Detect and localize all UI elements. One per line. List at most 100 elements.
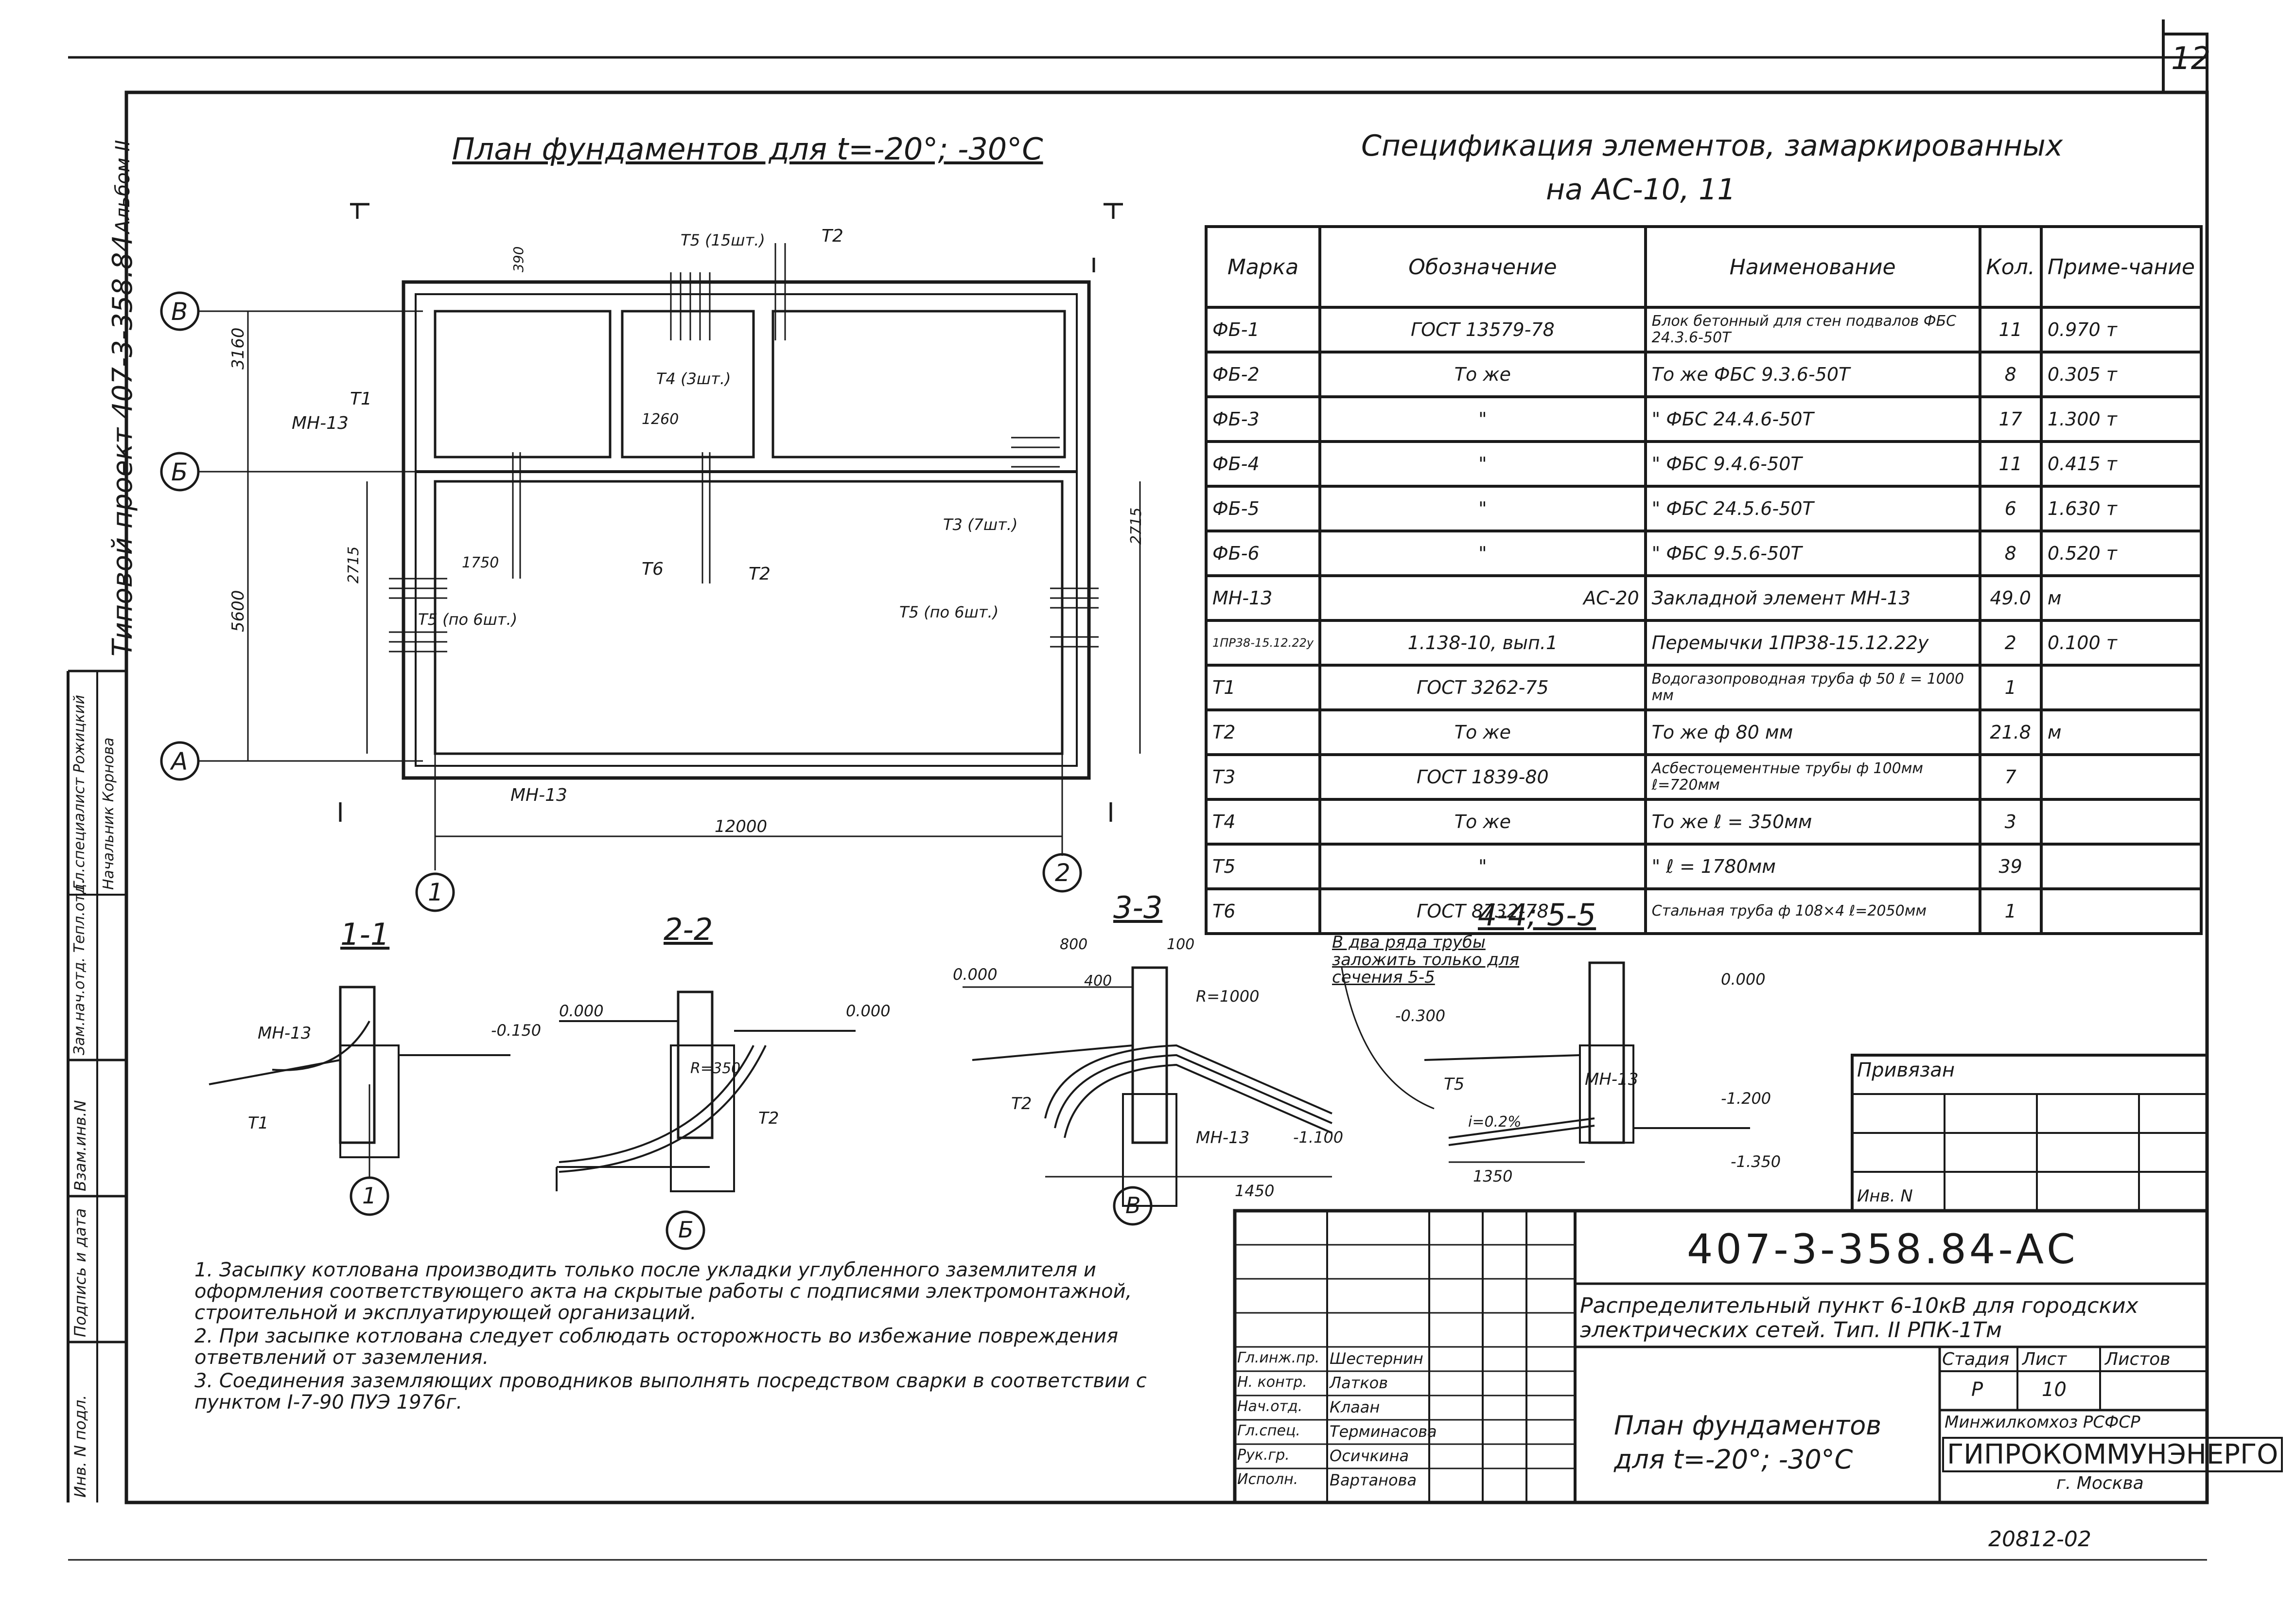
spec-cell: " ФБС 24.4.6-50Т xyxy=(1644,395,1981,443)
spec-cell: 11 xyxy=(1978,440,2043,488)
axis-label-b: Б xyxy=(171,458,188,486)
axis-label-v: В xyxy=(171,298,188,326)
spec-cell: ФБ-6 xyxy=(1204,530,1322,577)
tag-t2-s33: Т2 xyxy=(1011,1094,1032,1113)
spec-cell: Перемычки 1ПР38-15.12.22у xyxy=(1644,619,1981,667)
ministry: Минжилкомхоз РСФСР xyxy=(1945,1413,2140,1432)
spec-cell xyxy=(2039,664,2203,711)
tag-t5-15: Т5 (15шт.) xyxy=(681,231,765,249)
tag-t6: Т6 xyxy=(642,559,664,579)
spec-cell: " xyxy=(1318,440,1647,488)
plan-title: План фундаментов для t=-20°; -30°С xyxy=(452,131,1043,167)
tag-t1: Т1 xyxy=(350,389,372,409)
tag-t2-s22: Т2 xyxy=(758,1109,779,1128)
spec-cell xyxy=(2039,887,2203,935)
level-minus-1100: -1.100 xyxy=(1293,1128,1344,1147)
note-2: 2. При засыпке котлована следует соблюда… xyxy=(194,1325,1119,1369)
left-strip-chief: Начальник Корнова xyxy=(100,737,117,890)
tag-t5-s45: Т5 xyxy=(1444,1075,1465,1094)
sheet-number: 12 xyxy=(2171,41,2211,77)
left-strip-signature: Подпись и дата xyxy=(71,1208,89,1337)
spec-cell: Стальная труба ф 108×4 ℓ=2050мм xyxy=(1644,887,1981,935)
spec-cell: МН-13 xyxy=(1204,574,1322,622)
staff-name-5: Осичкина xyxy=(1330,1447,1409,1465)
tag-t1-s11: Т1 xyxy=(248,1113,269,1133)
spec-cell: ФБ-2 xyxy=(1204,351,1322,398)
spec-cell: ФБ-1 xyxy=(1204,306,1322,353)
spec-cell: То же ℓ = 350мм xyxy=(1644,798,1981,846)
spec-header-designation: Обозначение xyxy=(1318,225,1647,309)
note-3: 3. Соединения заземляющих проводников вы… xyxy=(194,1370,1147,1414)
spec-cell: ГОСТ 1839-80 xyxy=(1318,753,1647,801)
tag-t2-mid: Т2 xyxy=(749,564,771,584)
left-strip-specialist: Гл.специалист Рожицкий xyxy=(71,695,88,890)
dim-1450: 1450 xyxy=(1235,1182,1275,1200)
spec-cell: " xyxy=(1318,485,1647,532)
spec-cell: 17 xyxy=(1978,395,2043,443)
staff-role-5: Рук.гр. xyxy=(1237,1447,1290,1464)
spec-cell: 49.0 xyxy=(1978,574,2043,622)
spec-cell: м xyxy=(2039,708,2203,756)
dim-1260: 1260 xyxy=(642,411,679,428)
tag-mn13-s33: МН-13 xyxy=(1196,1128,1250,1148)
staff-name-4: Терминасова xyxy=(1330,1422,1437,1441)
spec-cell: Т2 xyxy=(1204,708,1322,756)
section-axis-b: Б xyxy=(678,1217,694,1243)
spec-cell: " ФБС 9.4.6-50Т xyxy=(1644,440,1981,488)
city: г. Москва xyxy=(2056,1473,2144,1493)
dim-390: 390 xyxy=(510,246,526,272)
level-minus-0300: -0.300 xyxy=(1395,1007,1446,1025)
tag-t5-6-right: Т5 (по 6шт.) xyxy=(899,603,999,621)
general-notes: 1. Засыпку котлована производить только … xyxy=(194,1259,1157,1415)
organization-logo: ГИПРОКОММУНЭНЕРГО xyxy=(1942,1437,2283,1472)
tag-t4-3: Т4 (3шт.) xyxy=(656,370,731,388)
spec-cell: 1.630 т xyxy=(2039,485,2203,532)
spec-cell: 1 xyxy=(1978,664,2043,711)
dim-1350: 1350 xyxy=(1473,1167,1513,1185)
spec-cell: 21.8 xyxy=(1978,708,2043,756)
section-1-1-title: 1-1 xyxy=(340,917,390,952)
staff-role-2: Н. контр. xyxy=(1237,1374,1307,1391)
bottom-code: 20812-02 xyxy=(1988,1527,2091,1552)
spec-cell: 6 xyxy=(1978,485,2043,532)
section-3-3-title: 3-3 xyxy=(1113,890,1163,925)
spec-cell: Закладной элемент МН-13 xyxy=(1644,574,1981,622)
tag-t5-6-left: Т5 (по 6шт.) xyxy=(418,610,518,629)
tag-t3-7: Т3 (7шт.) xyxy=(943,515,1018,534)
spec-title-line1: Спецификация элементов, замаркированных xyxy=(1361,129,2063,163)
spec-header-note: Приме-чание xyxy=(2039,225,2203,309)
spec-cell: Т6 xyxy=(1204,887,1322,935)
spec-cell: То же xyxy=(1318,798,1647,846)
spec-header-mark: Марка xyxy=(1204,225,1322,309)
spec-cell: " xyxy=(1318,843,1647,890)
axis-label-1: 1 xyxy=(428,878,443,906)
spec-cell: Блок бетонный для стен подвалов ФБС 24.3… xyxy=(1644,306,1981,353)
left-strip-deputy: Зам.нач.отд. Тепл.отд. xyxy=(71,879,88,1055)
section-4-4-5-5-title: 4-4; 5-5 xyxy=(1478,897,1596,933)
level-0-3-3: 0.000 xyxy=(953,965,998,984)
spec-cell: То же ф 80 мм xyxy=(1644,708,1981,756)
spec-header-qty: Кол. xyxy=(1978,225,2043,309)
dim-400: 400 xyxy=(1084,972,1112,990)
level-0-2-2-left: 0.000 xyxy=(559,1002,604,1020)
dim-2715-right: 2715 xyxy=(1128,507,1145,545)
stage-value: Р xyxy=(1971,1378,1983,1401)
stage-label: Стадия xyxy=(1942,1349,2010,1369)
spec-header-row: Марка Обозначение Наименование Кол. Прим… xyxy=(1204,225,2203,309)
spec-cell: " ℓ = 1780мм xyxy=(1644,843,1981,890)
dim-12000: 12000 xyxy=(715,817,768,836)
level-minus-0150: -0.150 xyxy=(491,1021,542,1040)
sheet-value: 10 xyxy=(2042,1378,2067,1401)
spec-cell: " ФБС 24.5.6-50Т xyxy=(1644,485,1981,532)
spec-title-line2: на АС-10, 11 xyxy=(1546,173,1736,207)
